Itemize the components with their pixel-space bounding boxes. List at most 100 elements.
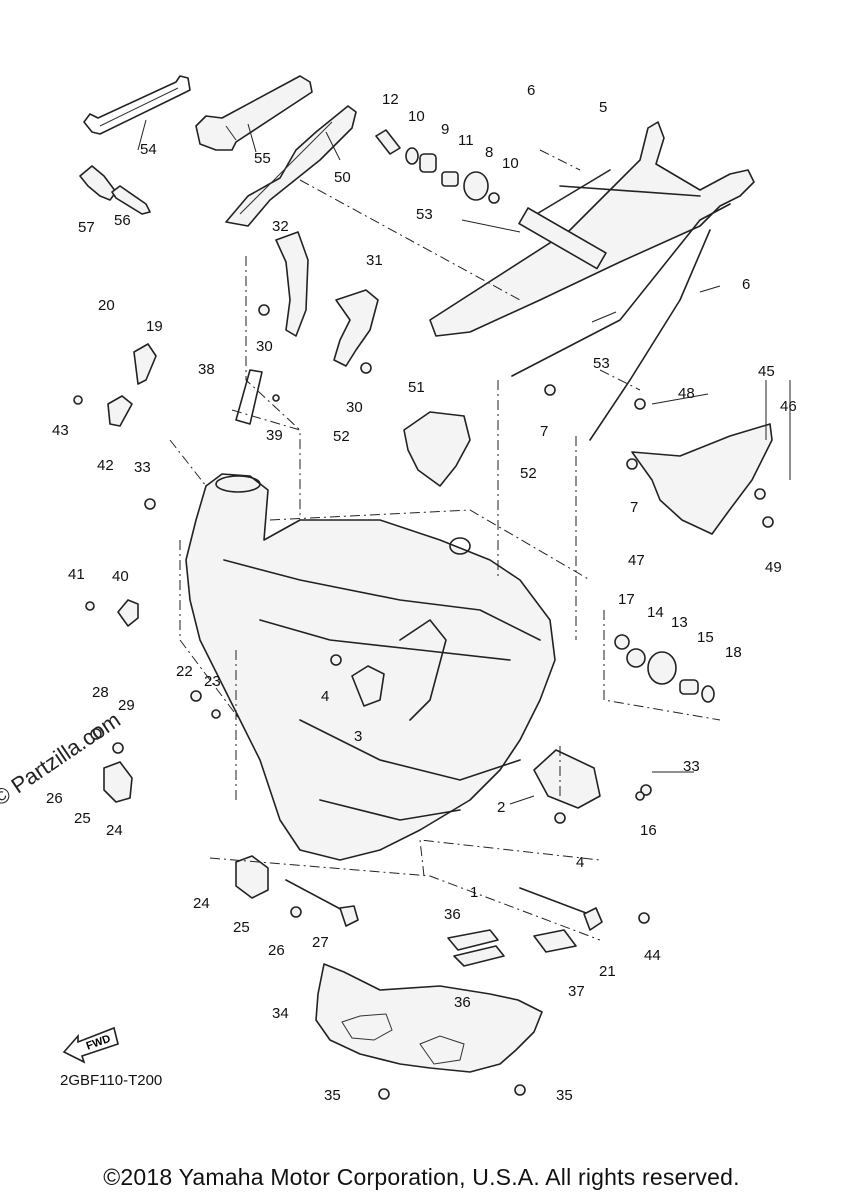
bracket-2[interactable] bbox=[533, 749, 601, 809]
bolt-56[interactable] bbox=[111, 185, 151, 215]
tool-wrench[interactable] bbox=[83, 75, 191, 135]
callout-30: 30 bbox=[256, 338, 273, 355]
callout-26b: 26 bbox=[46, 790, 63, 807]
spacer-set-8-12[interactable] bbox=[375, 129, 500, 204]
callout-36: 36 bbox=[444, 906, 461, 923]
callout-57: 57 bbox=[78, 219, 95, 236]
callout-30b: 30 bbox=[346, 399, 363, 416]
callout-14: 14 bbox=[647, 604, 664, 621]
callout-47: 47 bbox=[628, 552, 645, 569]
bracket-3[interactable] bbox=[351, 665, 385, 707]
callout-7b: 7 bbox=[630, 499, 638, 516]
pad-36[interactable] bbox=[447, 929, 505, 967]
callout-24: 24 bbox=[193, 895, 210, 912]
callout-4b: 4 bbox=[576, 854, 584, 871]
callout-33b: 33 bbox=[683, 758, 700, 775]
bracket-31[interactable] bbox=[333, 289, 379, 367]
bracket-19[interactable] bbox=[133, 343, 157, 385]
callout-4: 4 bbox=[321, 688, 329, 705]
callout-50: 50 bbox=[334, 169, 351, 186]
bolt-57[interactable] bbox=[79, 165, 117, 201]
clip-38[interactable] bbox=[235, 369, 263, 425]
callout-37: 37 bbox=[568, 983, 585, 1000]
callout-2: 2 bbox=[497, 799, 505, 816]
callout-28: 28 bbox=[92, 684, 109, 701]
callout-49: 49 bbox=[765, 559, 782, 576]
callout-52b: 52 bbox=[520, 465, 537, 482]
callout-21: 21 bbox=[599, 963, 616, 980]
callout-55: 55 bbox=[254, 150, 271, 167]
callout-53b: 53 bbox=[593, 355, 610, 372]
callout-54: 54 bbox=[140, 141, 157, 158]
callout-10: 10 bbox=[408, 108, 425, 125]
callout-24b: 24 bbox=[106, 822, 123, 839]
callout-56: 56 bbox=[114, 212, 131, 229]
callout-20: 20 bbox=[98, 297, 115, 314]
callout-44: 44 bbox=[644, 947, 661, 964]
callout-7: 7 bbox=[540, 423, 548, 440]
callout-17: 17 bbox=[618, 591, 635, 608]
plate-24[interactable] bbox=[235, 855, 269, 899]
assembly-lines bbox=[169, 149, 721, 941]
bracket-42[interactable] bbox=[107, 395, 133, 427]
callout-33: 33 bbox=[134, 459, 151, 476]
bracket-40[interactable] bbox=[117, 599, 139, 627]
callout-9: 9 bbox=[441, 121, 449, 138]
callout-41: 41 bbox=[68, 566, 85, 583]
bolt-27[interactable] bbox=[285, 879, 359, 927]
rear-frame[interactable] bbox=[429, 121, 755, 441]
callout-31: 31 bbox=[366, 252, 383, 269]
callout-36b: 36 bbox=[454, 994, 471, 1011]
bolt-21[interactable] bbox=[519, 887, 603, 931]
callouts: 1 2 3 4 4 5 6 6 7 7 8 9 10 10 11 12 13 1… bbox=[46, 82, 797, 1104]
bracket-51[interactable] bbox=[403, 411, 471, 487]
callout-43: 43 bbox=[52, 422, 69, 439]
callout-12: 12 bbox=[382, 91, 399, 108]
callout-6: 6 bbox=[527, 82, 535, 99]
callout-11: 11 bbox=[458, 132, 474, 149]
callout-13: 13 bbox=[671, 614, 688, 631]
callout-39: 39 bbox=[266, 427, 283, 444]
callout-32: 32 bbox=[272, 218, 289, 235]
callout-38: 38 bbox=[198, 361, 215, 378]
callout-52: 52 bbox=[333, 428, 350, 445]
copyright-text: ©2018 Yamaha Motor Corporation, U.S.A. A… bbox=[103, 1164, 740, 1190]
callout-40: 40 bbox=[112, 568, 129, 585]
callout-25b: 25 bbox=[74, 810, 91, 827]
callout-6b: 6 bbox=[742, 276, 750, 293]
plate-24b[interactable] bbox=[103, 761, 133, 803]
callout-3: 3 bbox=[354, 728, 362, 745]
callout-34: 34 bbox=[272, 1005, 289, 1022]
callout-19: 19 bbox=[146, 318, 163, 335]
callout-46: 46 bbox=[780, 398, 797, 415]
callout-18: 18 bbox=[725, 644, 742, 661]
callout-15: 15 bbox=[697, 629, 714, 646]
callout-27: 27 bbox=[312, 934, 329, 951]
bracket-32[interactable] bbox=[275, 231, 309, 337]
skid-plate[interactable] bbox=[315, 963, 543, 1073]
callout-42: 42 bbox=[97, 457, 114, 474]
callout-8: 8 bbox=[485, 144, 493, 161]
side-cover-45[interactable] bbox=[631, 423, 773, 535]
callout-23: 23 bbox=[204, 673, 221, 690]
callout-25: 25 bbox=[233, 919, 250, 936]
callout-51: 51 bbox=[408, 379, 425, 396]
callout-5: 5 bbox=[599, 99, 607, 116]
tool-socket-wrench[interactable] bbox=[195, 75, 313, 151]
pad-37[interactable] bbox=[533, 929, 577, 953]
callout-53: 53 bbox=[416, 206, 433, 223]
diagram-code: 2GBF110-T200 bbox=[60, 1072, 163, 1089]
callout-10b: 10 bbox=[502, 155, 519, 172]
callout-26: 26 bbox=[268, 942, 285, 959]
spacer-set-13-18[interactable] bbox=[614, 634, 715, 703]
callout-16: 16 bbox=[640, 822, 657, 839]
callout-1: 1 bbox=[470, 884, 478, 901]
leader-lines bbox=[137, 119, 791, 805]
callout-45: 45 bbox=[758, 363, 775, 380]
fwd-arrow-icon: FWD bbox=[60, 1022, 122, 1069]
callout-29: 29 bbox=[118, 697, 135, 714]
fasteners bbox=[73, 304, 774, 1100]
callout-35: 35 bbox=[324, 1087, 341, 1104]
chain-guide[interactable] bbox=[225, 105, 357, 227]
